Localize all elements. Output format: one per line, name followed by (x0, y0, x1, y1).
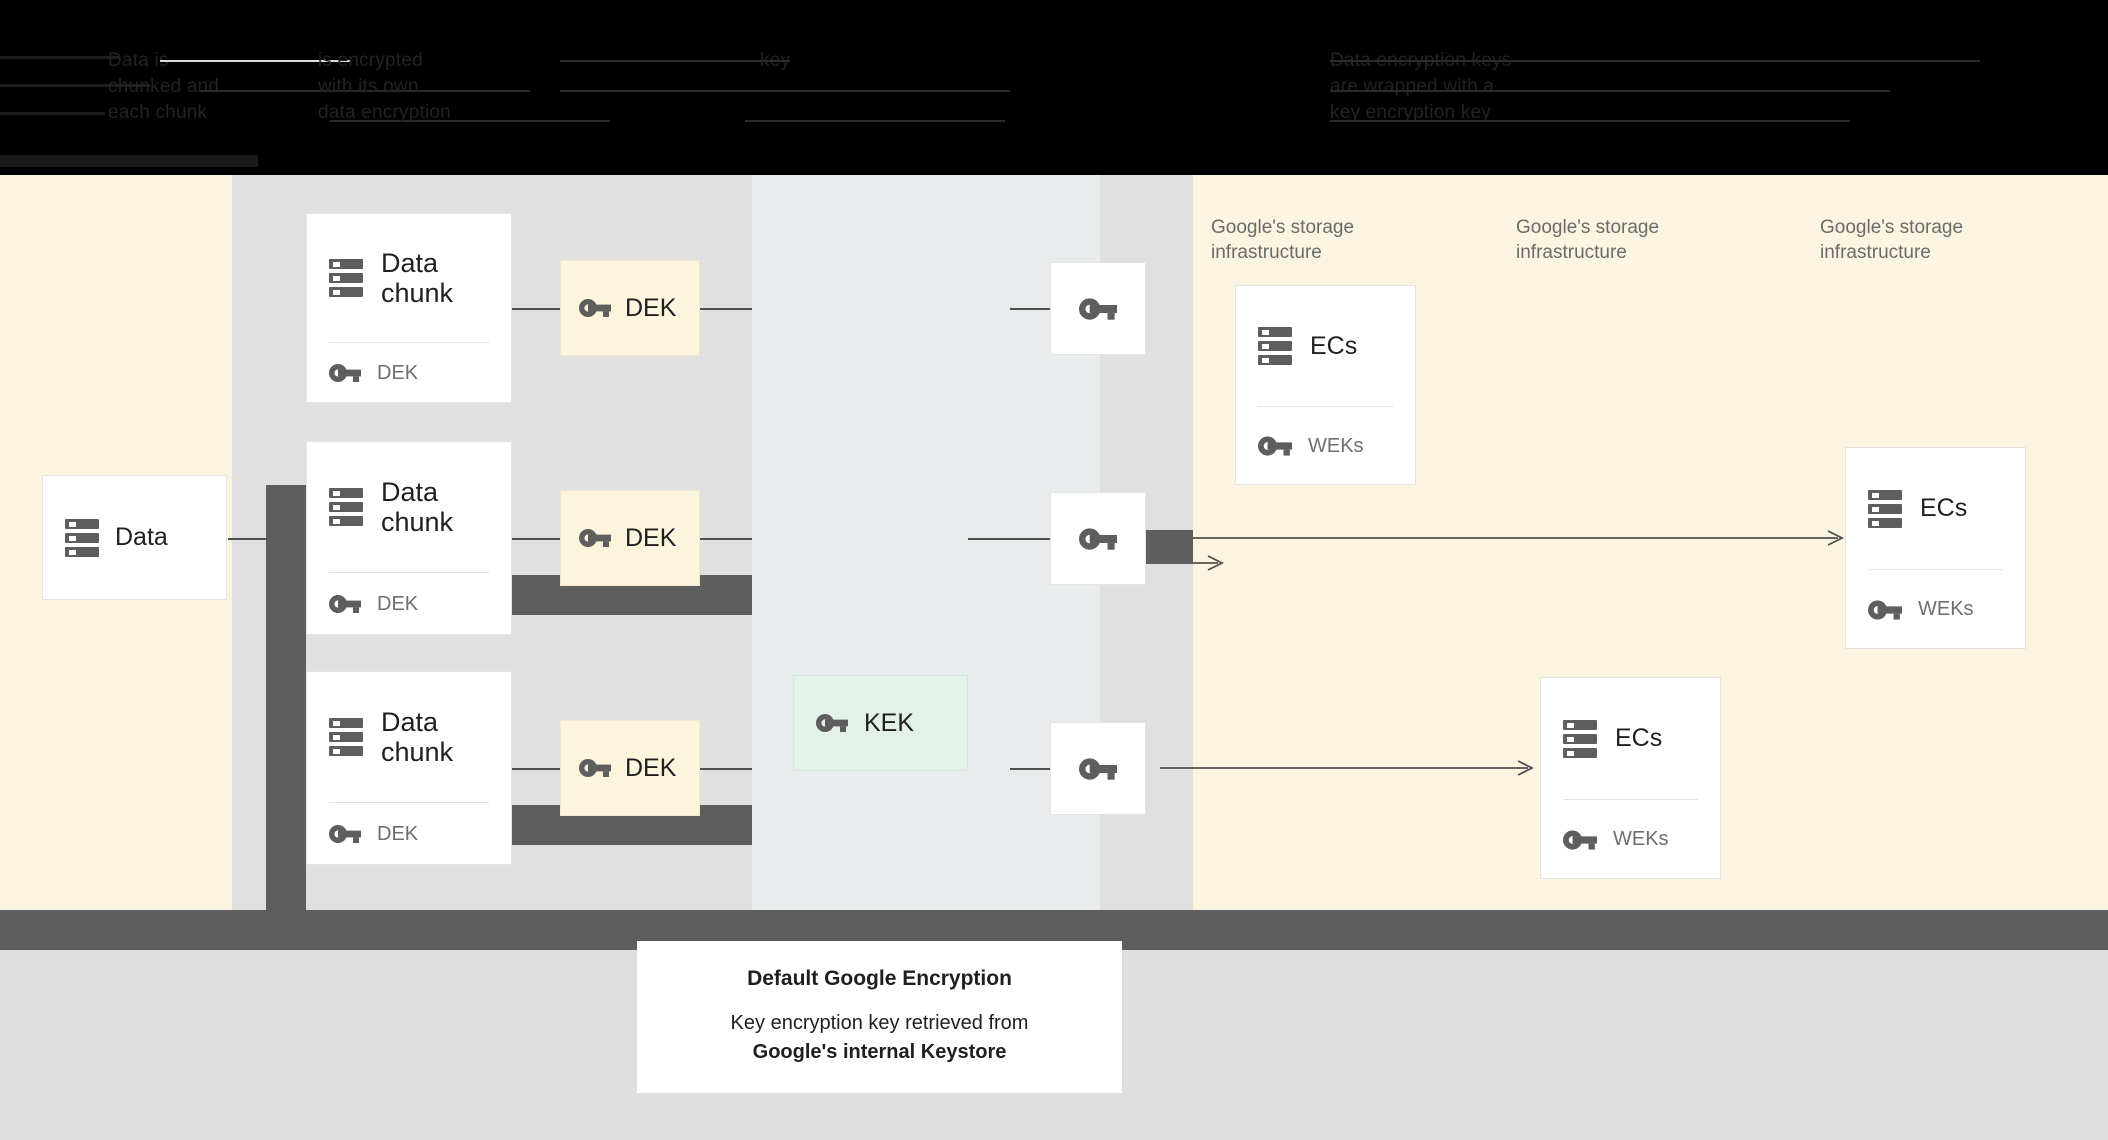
card-storage-ecs-2[interactable]: ECs WEKs (1845, 447, 2026, 649)
chunk-title: Data chunk (381, 706, 454, 768)
storage-card-title: ECs (1615, 724, 1663, 752)
card-storage-ecs-1[interactable]: ECs WEKs (1235, 285, 1416, 485)
header-shadow-bar (0, 155, 258, 167)
storage-infra-label-2: Google's storage infrastructure (1516, 217, 1660, 263)
key-icon (579, 529, 611, 547)
chunk-key-label: DEK (377, 592, 419, 615)
chunk-title: Data chunk (381, 476, 454, 538)
card-divider (329, 572, 489, 573)
key-icon (1079, 527, 1117, 550)
card-dek-2[interactable]: DEK (560, 490, 700, 586)
header-text-1: Data is chunked and each chunk (108, 50, 220, 123)
key-icon (579, 299, 611, 317)
card-divider (1563, 799, 1698, 800)
key-icon (329, 364, 361, 382)
chunk-key-label: DEK (377, 361, 419, 384)
dek-label: DEK (625, 523, 677, 552)
dek-label: DEK (625, 293, 677, 322)
card-storage-ecs-3[interactable]: ECs WEKs (1540, 677, 1721, 879)
card-divider (329, 342, 489, 343)
connector-dek3-out (700, 768, 752, 770)
storage-infra-label-3: Google's storage infrastructure (1820, 217, 1964, 263)
diagram-body: Data Data chunk DEK (0, 175, 2108, 910)
database-stack-icon (1258, 327, 1292, 365)
header-band: Data is chunked and each chunk is encryp… (0, 0, 2108, 175)
key-icon (1079, 297, 1117, 320)
card-dek-1[interactable]: DEK (560, 260, 700, 356)
database-stack-icon (65, 518, 99, 557)
key-icon (329, 825, 361, 843)
card-divider (1258, 406, 1393, 407)
connector-chunk2-dek (512, 538, 560, 540)
caption-line-1: Key encryption key retrieved from (730, 1012, 1029, 1034)
database-stack-icon (329, 488, 363, 526)
connector-to-wek1 (1010, 308, 1050, 310)
card-divider (1868, 569, 2003, 570)
card-kek[interactable]: KEK (793, 675, 968, 771)
card-wrapped-key-3[interactable] (1050, 722, 1146, 815)
card-wrapped-key-1[interactable] (1050, 262, 1146, 355)
storage-card-title: ECs (1920, 494, 1968, 522)
connector-dek2-out (700, 538, 752, 540)
storage-card-key-label: WEKs (1918, 598, 1974, 620)
header-text-2: is encrypted with its own data encryptio… (318, 50, 451, 123)
chunk-title: Data chunk (381, 247, 454, 309)
caption-line-2: Google's internal Keystore (752, 1041, 1007, 1063)
data-source-label: Data (115, 523, 168, 551)
arrow-to-storage-3 (1160, 760, 1535, 776)
connector-to-wek3 (1010, 768, 1050, 770)
caption-body: Key encryption key retrieved from Google… (731, 1009, 1029, 1067)
mask-vertical-bracket (266, 485, 306, 910)
key-icon (1258, 436, 1292, 456)
card-data-chunk-3[interactable]: Data chunk DEK (306, 671, 512, 865)
card-dek-3[interactable]: DEK (560, 720, 700, 816)
database-stack-icon (329, 718, 363, 756)
caption-title: Default Google Encryption (747, 967, 1012, 990)
storage-card-key-label: WEKs (1613, 828, 1669, 850)
key-icon (579, 759, 611, 777)
key-icon (1079, 757, 1117, 780)
key-icon (816, 714, 848, 732)
card-data-source[interactable]: Data (42, 475, 227, 600)
database-stack-icon (329, 259, 363, 297)
key-icon (329, 595, 361, 613)
arrow-to-storage-2 (1160, 530, 1845, 546)
kek-label: KEK (864, 708, 915, 737)
card-data-chunk-2[interactable]: Data chunk DEK (306, 441, 512, 635)
caption-box: Default Google Encryption Key encryption… (637, 941, 1122, 1093)
connector-chunk3-dek (512, 768, 560, 770)
card-divider (329, 802, 489, 803)
dek-label: DEK (625, 753, 677, 782)
key-icon (1868, 599, 1902, 620)
connector-dek1-out (700, 308, 752, 310)
card-data-chunk-1[interactable]: Data chunk DEK (306, 213, 512, 403)
storage-card-title: ECs (1310, 331, 1358, 360)
connector-chunk1-dek (512, 308, 560, 310)
storage-card-key-label: WEKs (1308, 434, 1364, 457)
chunk-key-label: DEK (377, 822, 419, 845)
card-wrapped-key-2[interactable] (1050, 492, 1146, 585)
database-stack-icon (1563, 719, 1597, 758)
connector-kek-to-wek2 (968, 538, 1050, 540)
database-stack-icon (1868, 489, 1902, 528)
key-icon (1563, 829, 1597, 850)
storage-infra-label-1: Google's storage infrastructure (1211, 217, 1355, 263)
